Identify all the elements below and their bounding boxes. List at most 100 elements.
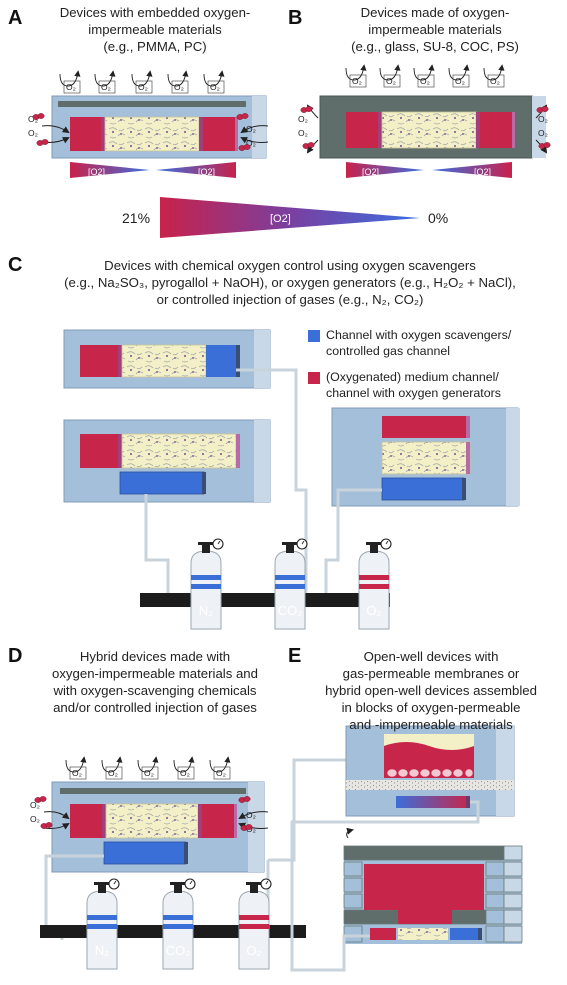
panel-label-b: B [288, 7, 303, 29]
o2-escape-marker: O₂ [448, 64, 470, 88]
legend-red-text: (Oxygenated) medium channel/ channel wit… [326, 369, 501, 401]
o2-side-label: O₂ [538, 128, 548, 138]
panel-d-device [43, 781, 269, 873]
o2-cylinder: O₂ [358, 538, 392, 630]
oxygen-gradient-wedge [160, 197, 420, 238]
o2-molecule-icon [538, 142, 551, 149]
o2-molecule-icon [536, 106, 549, 113]
panel-d-gas-cylinders: N₂ CO₂ O₂ [86, 878, 272, 970]
o2-escape-marker: O₂ [59, 70, 81, 94]
panel-c-device-3 [331, 407, 520, 507]
o2-molecule-icon [240, 824, 253, 831]
o2-side-label: O₂ [246, 138, 256, 148]
panel-a-mini-gradient-label-right: [O2] [198, 167, 216, 177]
o2-side-label: O₂ [30, 800, 40, 810]
panel-b-title-line: Devices made of oxygen- [360, 5, 510, 20]
o2-molecule-icon [302, 142, 315, 149]
panel-e-title-line: hybrid open-well devices assembled [325, 683, 537, 698]
gas-cylinder-label: N₂ [199, 603, 213, 618]
o2-label: O₂ [108, 768, 118, 778]
gas-cylinder-label: CO₂ [166, 943, 191, 958]
o2-escape-marker: O₂ [101, 756, 123, 780]
o2-side-label: O₂ [538, 114, 548, 124]
o2-side-label: O₂ [28, 114, 38, 124]
o2-side-label: O₂ [30, 814, 40, 824]
panel-d-title-line: oxygen-impermeable materials and [52, 666, 258, 681]
panel-d-title: Hybrid devices made with oxygen-impermea… [30, 648, 280, 716]
panel-c-title-line: (e.g., Na₂SO₃, pyrogallol + NaOH), or ox… [64, 275, 516, 290]
o2-label: O₂ [174, 82, 184, 92]
o2-label: O₂ [138, 82, 148, 92]
panel-e-title-line: and -impermeable materials [349, 717, 513, 732]
o2-label: O₂ [101, 82, 111, 92]
gas-cylinder-label: O₂ [246, 943, 261, 958]
panel-a-title-line: (e.g., PMMA, PC) [103, 39, 207, 54]
o2-molecule-icon [236, 113, 249, 120]
panel-e-title-line: Open-well devices with [363, 649, 499, 664]
o2-label: O₂ [420, 76, 430, 86]
gas-cylinder-label: N₂ [95, 943, 109, 958]
panel-a-title: Devices with embedded oxygen- impermeabl… [30, 4, 280, 55]
o2-escape-marker: O₂ [131, 70, 153, 94]
o2-escape-marker: O₂ [173, 756, 195, 780]
legend-red-line: (Oxygenated) medium channel/ [326, 370, 499, 384]
o2-escape-marker: O₂ [203, 70, 225, 94]
o2-molecule-icon [36, 139, 49, 146]
panel-c-device-1 [63, 329, 271, 389]
n2-cylinder: N₂ [190, 538, 224, 630]
panel-label-d: D [8, 645, 23, 667]
o2-molecule-icon [40, 822, 53, 829]
legend-blue-line: Channel with oxygen scavengers/ [326, 328, 512, 342]
o2-cylinder: O₂ [238, 878, 272, 970]
o2-escape-marker: O₂ [413, 64, 435, 88]
panel-d-title-line: with oxygen-scavenging chemicals [53, 683, 257, 698]
o2-label: O₂ [144, 768, 154, 778]
panel-e-title-line: gas-permeable membranes or [342, 666, 520, 681]
panel-e-openwell-device-2 [343, 827, 523, 944]
panel-c-device-2 [63, 419, 271, 503]
o2-escape-marker: O₂ [345, 64, 367, 88]
o2-side-label: O₂ [246, 810, 256, 820]
panel-b-mini-gradient-label-left: [O2] [362, 167, 380, 177]
legend-blue-swatch [308, 330, 320, 342]
o2-label: O₂ [490, 76, 500, 86]
o2-side-label: O₂ [246, 124, 256, 134]
o2-escape-marker: O₂ [65, 756, 87, 780]
panel-a-mini-gradient-label-left: [O2] [88, 167, 106, 177]
o2-molecule-icon [300, 106, 313, 113]
o2-side-label: O₂ [28, 128, 38, 138]
gas-cylinder-label: CO₂ [278, 603, 303, 618]
panel-e-tubing [290, 800, 480, 972]
legend-red-line: channel with oxygen generators [326, 386, 501, 400]
panel-c-title-line: or controlled injection of gases (e.g., … [156, 292, 424, 307]
panel-c-title-line: Devices with chemical oxygen control usi… [104, 258, 476, 273]
gradient-left-label: 21% [122, 210, 151, 226]
o2-side-label: O₂ [298, 128, 308, 138]
oxygen-molecule-markers: O₂ O₂ O₂ O₂ O₂ O₂ O₂ O₂ O₂ O₂ O₂ O₂ O₂ O₂ O₂ O₂ O₂ O₂ O₂ O₂… [28, 64, 548, 834]
co2-cylinder: CO₂ [274, 538, 308, 630]
panel-b-title: Devices made of oxygen- impermeable mate… [310, 4, 560, 55]
o2-molecule-icon [238, 144, 251, 151]
panel-a-device [41, 95, 269, 178]
o2-label: O₂ [386, 76, 396, 86]
o2-molecule-icon [32, 113, 45, 120]
o2-label: O₂ [455, 76, 465, 86]
o2-escape-marker: O₂ [94, 70, 116, 94]
panel-c-title: Devices with chemical oxygen control usi… [30, 257, 550, 308]
panel-label-c: C [8, 254, 23, 276]
panel-b-title-line: impermeable materials [368, 22, 502, 37]
co2-cylinder: CO₂ [162, 878, 196, 970]
legend-blue-text: Channel with oxygen scavengers/ controll… [326, 327, 511, 359]
o2-label: O₂ [66, 82, 76, 92]
o2-label: O₂ [210, 82, 220, 92]
gas-cylinder-label: O₂ [366, 603, 381, 618]
panel-d-title-line: and/or controlled injection of gases [53, 700, 257, 715]
panel-label-a: A [8, 7, 23, 29]
gradient-center-label: [O2] [270, 213, 291, 225]
legend-red-swatch [308, 372, 320, 384]
o2-escape-marker: O₂ [483, 64, 505, 88]
o2-label: O₂ [72, 768, 82, 778]
panel-e-title: Open-well devices with gas-permeable mem… [300, 648, 562, 733]
